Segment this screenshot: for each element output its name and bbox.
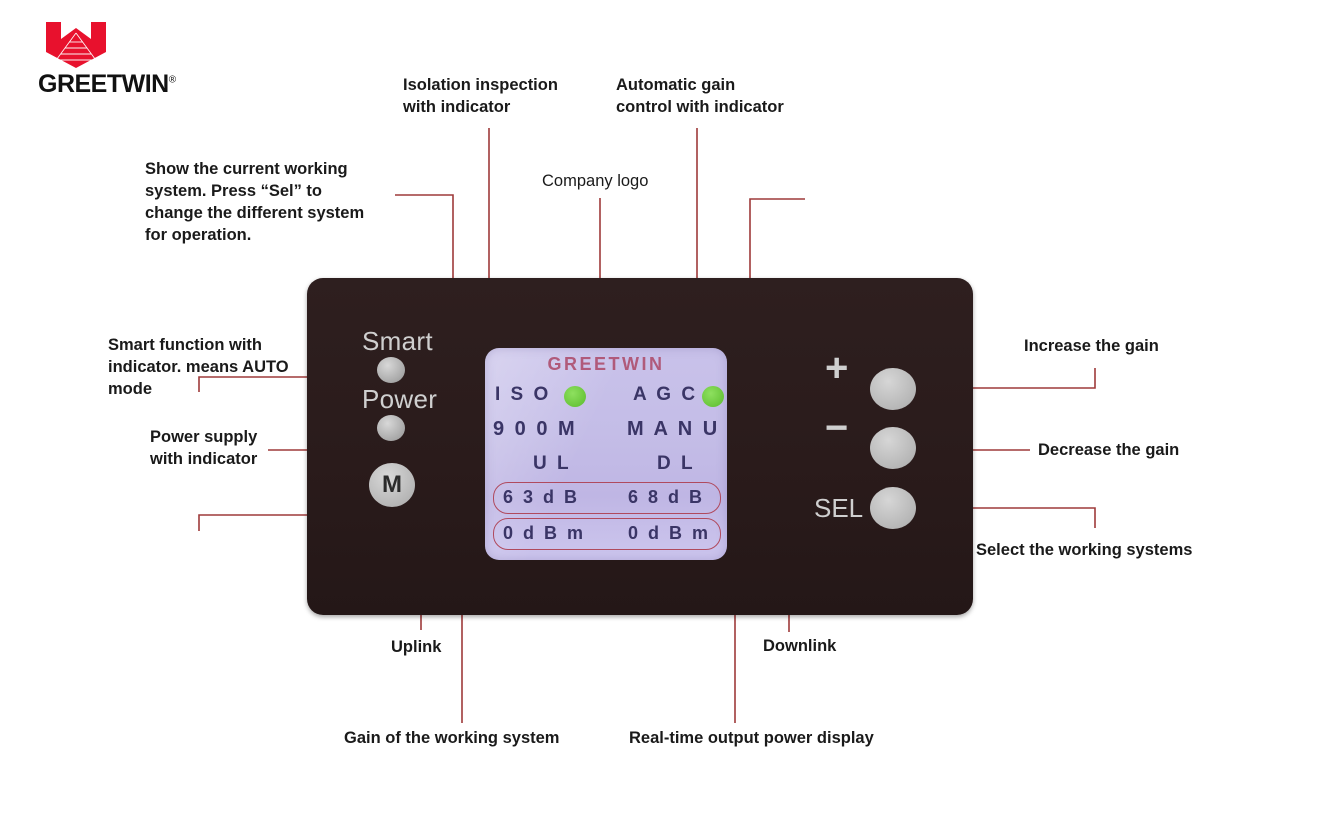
- lcd-screen: GREETWIN I S O A G C 9 0 0 M M A N U U L…: [485, 348, 727, 560]
- sel-label: SEL: [814, 493, 864, 523]
- annotation-output-power-display: Real-time output power display: [629, 729, 874, 747]
- annotation-company-logo: Company logo: [542, 172, 649, 190]
- lcd-downlink-gain: 6 8 d B: [628, 487, 705, 507]
- annotation-select-working-systems: Select the working systems: [976, 541, 1193, 559]
- annotation-smart-function: Smart function with indicator. means AUT…: [108, 336, 289, 398]
- select-button[interactable]: [870, 487, 916, 529]
- greetwin-mark-icon: [46, 22, 106, 68]
- lcd-iso-label: I S O: [495, 384, 551, 405]
- decrease-gain-button[interactable]: [870, 427, 916, 469]
- lcd-agc-label: A G C: [633, 384, 698, 405]
- annotation-working-system: Show the current working system. Press “…: [145, 160, 365, 244]
- power-label: Power: [362, 384, 438, 414]
- increase-gain-button[interactable]: [870, 368, 916, 410]
- lcd-brand-text: GREETWIN: [547, 354, 665, 374]
- logo-wordmark: GREETWIN®: [38, 70, 176, 98]
- smart-label: Smart: [362, 326, 433, 356]
- annotation-increase-gain: Increase the gain: [1024, 337, 1159, 355]
- annotation-isolation-inspection: Isolation inspection with indicator: [403, 76, 558, 116]
- lcd-uplink-label: U L: [533, 453, 572, 474]
- mode-button[interactable]: M: [369, 463, 415, 507]
- agc-indicator-dot: [702, 386, 724, 407]
- repeater-device-panel: Smart Power M GREETWIN I S O A G C 9 0 0…: [307, 278, 973, 615]
- lcd-band-label: 9 0 0 M: [493, 418, 578, 440]
- annotation-power-supply: Power supply with indicator: [150, 428, 258, 468]
- annotation-uplink: Uplink: [391, 638, 442, 656]
- lcd-downlink-label: D L: [657, 453, 696, 474]
- annotation-automatic-gain-control: Automatic gain control with indicator: [616, 76, 784, 116]
- smart-indicator-led[interactable]: [377, 357, 405, 383]
- iso-indicator-dot: [564, 386, 586, 407]
- gain-row-outline: [493, 482, 721, 514]
- lcd-uplink-gain: 6 3 d B: [503, 487, 580, 507]
- power-row-outline: [493, 518, 721, 550]
- lcd-mode-label: M A N U: [627, 418, 720, 440]
- lcd-downlink-power: 0 d B m: [628, 523, 711, 543]
- annotation-decrease-gain: Decrease the gain: [1038, 441, 1180, 459]
- power-indicator-led[interactable]: [377, 415, 405, 441]
- annotation-downlink: Downlink: [763, 637, 837, 655]
- lcd-uplink-power: 0 d B m: [503, 523, 586, 543]
- annotation-gain-of-working-system: Gain of the working system: [344, 729, 560, 747]
- brand-logo: GREETWIN®: [38, 22, 218, 102]
